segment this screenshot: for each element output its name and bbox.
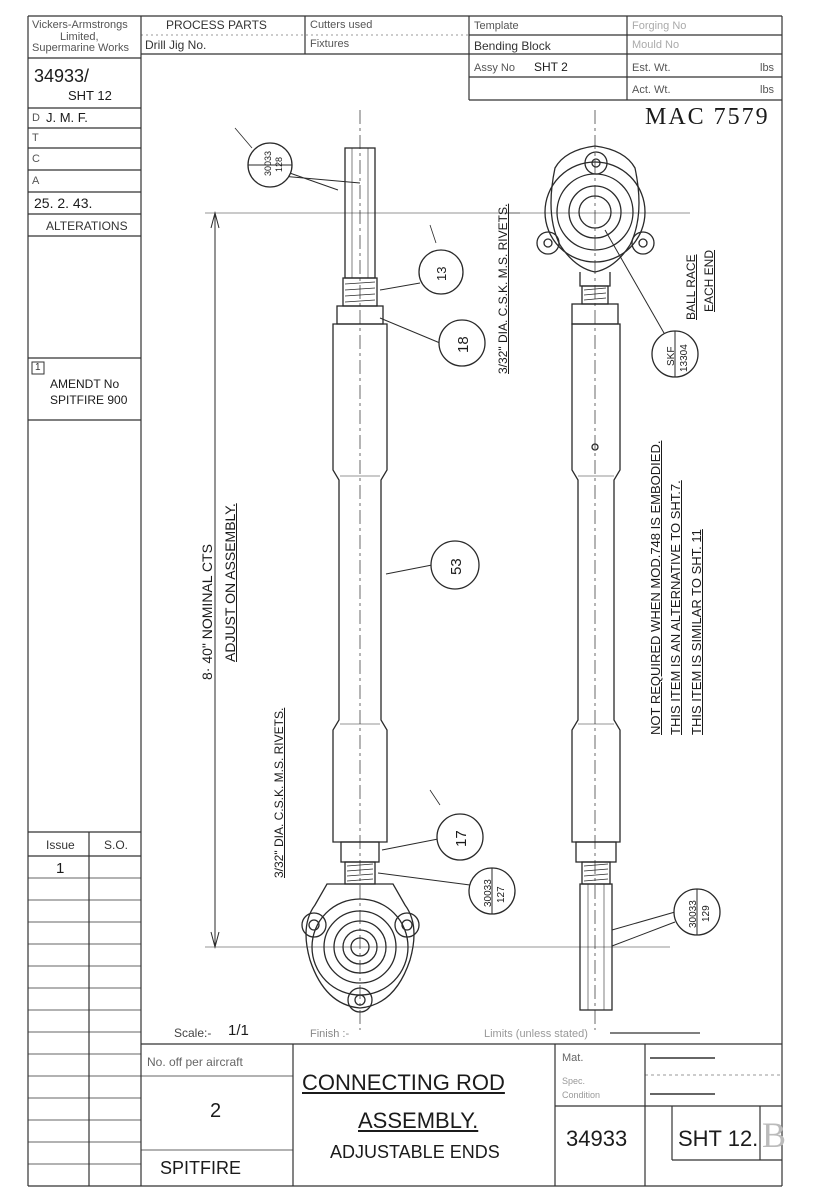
drawn-by: J. M. F.: [46, 110, 88, 125]
company-limited: Limited,: [60, 31, 99, 43]
note-mod-748: NOT REQUIRED WHEN MOD.748 IS EMBODIED.: [648, 440, 663, 735]
ref-right-number: 30033: [688, 900, 699, 928]
issue-label: Issue: [46, 838, 75, 852]
issue-value: 1: [56, 860, 65, 877]
bending-block-label: Bending Block: [474, 39, 551, 53]
ref-top-sheet: 128: [274, 156, 284, 172]
company-name: Vickers-Armstrongs: [32, 19, 128, 31]
title-drawing-number: 34933: [566, 1126, 628, 1151]
assy-no-value: SHT 2: [534, 60, 568, 74]
ref-bottom-sheet: 127: [496, 886, 507, 903]
assy-no-label: Assy No: [474, 62, 515, 74]
amend-label: AMENDT No: [50, 377, 120, 391]
process-parts-label: PROCESS PARTS: [166, 18, 267, 32]
drawing-subtitle: ADJUSTABLE ENDS: [330, 1142, 500, 1162]
est-wt-unit: lbs: [760, 62, 775, 74]
material-label: Mat.: [562, 1052, 584, 1064]
part-number-13: 13: [434, 266, 449, 281]
skf-label: SKF: [666, 346, 677, 366]
amend-aircraft: SPITFIRE 900: [50, 393, 128, 407]
dimension-adjust-note: ADJUST ON ASSEMBLY.: [222, 503, 238, 662]
fixtures-label: Fixtures: [310, 38, 350, 50]
act-wt-label: Act. Wt.: [632, 84, 671, 96]
note-alternative: THIS ITEM IS AN ALTERNATIVE TO SHT.7.: [668, 480, 683, 735]
company-works: Supermarine Works: [32, 42, 129, 54]
est-wt-label: Est. Wt.: [632, 62, 671, 74]
traced-label: T: [32, 132, 39, 144]
forging-no-label: Forging No: [632, 20, 687, 32]
rivets-note-bottom: 3/32" DIA. C.S.K. M.S. RIVETS.: [272, 707, 286, 878]
drawing-title-line2: ASSEMBLY.: [358, 1108, 479, 1133]
aircraft-name: SPITFIRE: [160, 1158, 242, 1178]
rivets-note-top: 3/32" DIA. C.S.K. M.S. RIVETS.: [496, 203, 510, 374]
mould-no-label: Mould No: [632, 39, 680, 51]
amend-number: 1: [35, 362, 41, 373]
note-similar: THIS ITEM IS SIMILAR TO SHT. 11: [689, 529, 704, 735]
no-off-value: 2: [210, 1100, 222, 1122]
ref-top-number: 30033: [263, 150, 273, 176]
drawing-date: 25. 2. 43.: [34, 195, 93, 211]
sheet-suffix-stamp: B: [762, 1115, 787, 1155]
scale-value: 1/1: [228, 1022, 249, 1039]
alterations-label: ALTERATIONS: [46, 219, 128, 233]
condition-label: Condition: [562, 1090, 601, 1100]
no-off-label: No. off per aircraft: [147, 1055, 243, 1069]
finish-label: Finish :-: [310, 1028, 350, 1040]
side-drawing-number: 34933/: [34, 66, 90, 86]
act-wt-unit: lbs: [760, 84, 775, 96]
part-number-53: 53: [448, 558, 465, 575]
template-label: Template: [474, 20, 519, 32]
title-sheet-number: SHT 12.: [678, 1126, 759, 1151]
drawing-title: CONNECTING ROD: [302, 1070, 505, 1095]
scale-label: Scale:-: [174, 1026, 212, 1040]
part-number-18: 18: [455, 336, 472, 353]
ref-bottom-number: 30033: [483, 879, 494, 907]
part-number-17: 17: [453, 830, 470, 847]
ref-right-sheet: 129: [701, 905, 712, 922]
skf-number: 13304: [679, 344, 690, 372]
ball-race-each-end: EACH END: [702, 249, 716, 312]
checked-label: C: [32, 153, 40, 165]
limits-label: Limits (unless stated): [484, 1028, 588, 1040]
approved-label: A: [32, 175, 40, 187]
so-label: S.O.: [104, 838, 129, 852]
side-sheet-number: SHT 12: [68, 88, 112, 103]
mac-number: MAC 7579: [645, 104, 770, 130]
dimension-nominal-centres: 8· 40" NOMINAL CTS: [199, 544, 215, 680]
spec-label: Spec.: [562, 1076, 586, 1086]
drawn-label: D: [32, 112, 40, 124]
ball-race-note: BALL RACE: [684, 254, 698, 320]
cutters-label: Cutters used: [310, 19, 373, 31]
drill-jig-label: Drill Jig No.: [145, 38, 207, 52]
